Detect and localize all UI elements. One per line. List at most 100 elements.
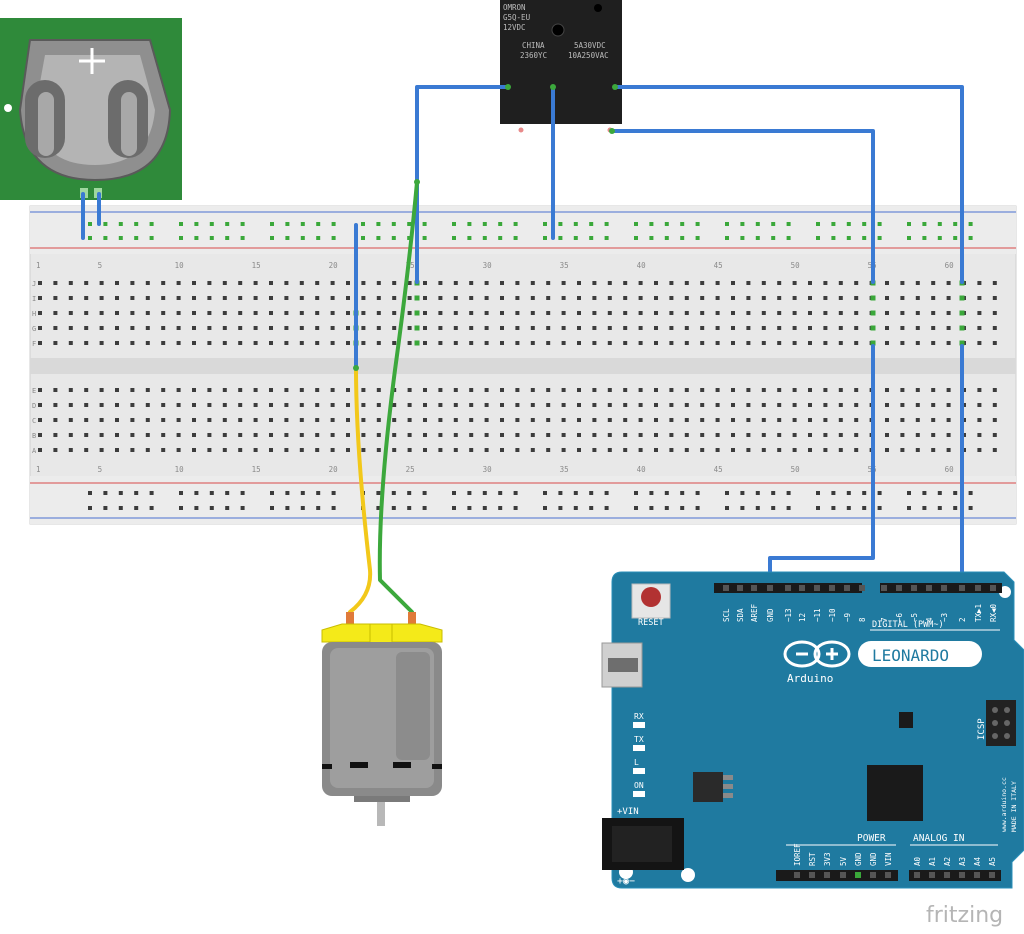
made-in-text: MADE IN ITALY xyxy=(1010,781,1018,832)
header-socket[interactable] xyxy=(799,585,805,591)
power-pin-label: 3V3 xyxy=(823,852,832,866)
led-l xyxy=(633,768,645,774)
header-socket[interactable] xyxy=(959,872,965,878)
top-pin-label: ~10 xyxy=(828,608,837,622)
relay: OMRON G5Q-EU 12VDC CHINA 2360YC 5A30VDC … xyxy=(500,0,622,133)
small-chip xyxy=(899,712,913,728)
header-socket[interactable] xyxy=(990,585,996,591)
bottom-column-number: 30 xyxy=(483,465,493,474)
led-tx-label: TX xyxy=(634,735,644,744)
led-rx xyxy=(633,722,645,728)
top-pin-label: TX▶1 xyxy=(974,604,983,622)
analog-pin-label: A2 xyxy=(943,857,952,866)
top-pin-label: RX◀0 xyxy=(989,603,998,622)
power-jack xyxy=(602,818,684,870)
battery-holder xyxy=(0,18,182,200)
analog-pin-label: A5 xyxy=(988,857,997,866)
header-socket[interactable] xyxy=(974,872,980,878)
microcontroller xyxy=(867,765,923,821)
header-socket[interactable] xyxy=(926,585,932,591)
row-letter: I xyxy=(32,295,36,303)
row-letter: G xyxy=(32,325,36,333)
header-socket[interactable] xyxy=(840,872,846,878)
header-socket[interactable] xyxy=(767,585,773,591)
top-column-number: 20 xyxy=(329,261,339,270)
header-socket[interactable] xyxy=(809,872,815,878)
top-column-number: 10 xyxy=(175,261,185,270)
top-pin-label: 12 xyxy=(798,613,807,622)
led-rx-label: RX xyxy=(634,712,644,721)
led-on-label: ON xyxy=(634,781,644,790)
header-socket[interactable] xyxy=(785,585,791,591)
relay-text-1: OMRON xyxy=(503,3,526,12)
header-socket[interactable] xyxy=(723,585,729,591)
header-socket[interactable] xyxy=(914,872,920,878)
bottom-column-number: 15 xyxy=(252,465,261,474)
bottom-column-number: 40 xyxy=(637,465,647,474)
row-letter: C xyxy=(32,417,36,425)
header-socket[interactable] xyxy=(751,585,757,591)
header-socket[interactable] xyxy=(941,585,947,591)
relay-text-6: 5A30VDC xyxy=(574,41,606,50)
analog-pin-label: A1 xyxy=(928,857,937,866)
header-socket[interactable] xyxy=(911,585,917,591)
power-pin-label: IOREF xyxy=(793,843,802,866)
arduino-leonardo: RESET RX TX L ON LEONARDO Arduino xyxy=(601,571,1024,889)
top-column-number: 45 xyxy=(714,261,723,270)
top-pin-label: SCL xyxy=(722,608,731,622)
header-socket[interactable] xyxy=(881,585,887,591)
header-socket[interactable] xyxy=(829,585,835,591)
voltage-regulator xyxy=(693,772,733,802)
top-pin-label: 4 xyxy=(925,617,934,622)
top-column-number: 60 xyxy=(945,261,955,270)
power-pin-label: GND xyxy=(854,852,863,866)
header-socket[interactable] xyxy=(814,585,820,591)
relay-text-2: G5Q-EU xyxy=(503,13,530,22)
header-socket[interactable] xyxy=(737,585,743,591)
top-pin-label: AREF xyxy=(750,603,759,622)
top-pin-label: 8 xyxy=(858,617,867,622)
top-column-number: 30 xyxy=(483,261,493,270)
dc-motor xyxy=(321,612,443,826)
brand-name: Arduino xyxy=(787,672,833,685)
led-on xyxy=(633,791,645,797)
header-socket[interactable] xyxy=(929,872,935,878)
digital-label: DIGITAL (PWM~) xyxy=(872,620,944,630)
icsp-label: ICSP xyxy=(977,718,987,740)
relay-text-4: CHINA xyxy=(522,41,545,50)
header-socket[interactable] xyxy=(794,872,800,878)
fritzing-watermark: fritzing xyxy=(926,903,1003,928)
header-socket[interactable] xyxy=(896,585,902,591)
header-socket[interactable] xyxy=(885,872,891,878)
top-pin-label: GND xyxy=(766,608,775,622)
header-socket[interactable] xyxy=(824,872,830,878)
reset-label: RESET xyxy=(638,618,664,628)
power-pin-label: 5V xyxy=(839,856,848,866)
header-socket[interactable] xyxy=(870,872,876,878)
header-socket[interactable] xyxy=(859,585,865,591)
header-socket[interactable] xyxy=(975,585,981,591)
top-pin-label: 7 xyxy=(880,617,889,622)
top-column-number: 35 xyxy=(560,261,569,270)
relay-no-wire xyxy=(613,85,964,284)
header-socket[interactable] xyxy=(959,585,965,591)
header-socket[interactable] xyxy=(989,872,995,878)
relay-text-7: 10A250VAC xyxy=(568,51,609,60)
relay-coil-wire xyxy=(415,85,510,284)
reset-button[interactable] xyxy=(631,583,671,619)
header-socket[interactable] xyxy=(844,585,850,591)
bottom-column-number: 1 xyxy=(36,465,41,474)
top-column-number: 50 xyxy=(791,261,801,270)
row-letter: H xyxy=(32,310,36,318)
row-letter: F xyxy=(32,340,36,348)
header-socket[interactable] xyxy=(944,872,950,878)
analog-pin-label: A3 xyxy=(958,857,967,866)
motor-green-wire xyxy=(377,180,419,614)
led-l-label: L xyxy=(634,758,639,767)
bottom-column-number: 5 xyxy=(98,465,103,474)
header-socket[interactable] xyxy=(855,872,861,878)
